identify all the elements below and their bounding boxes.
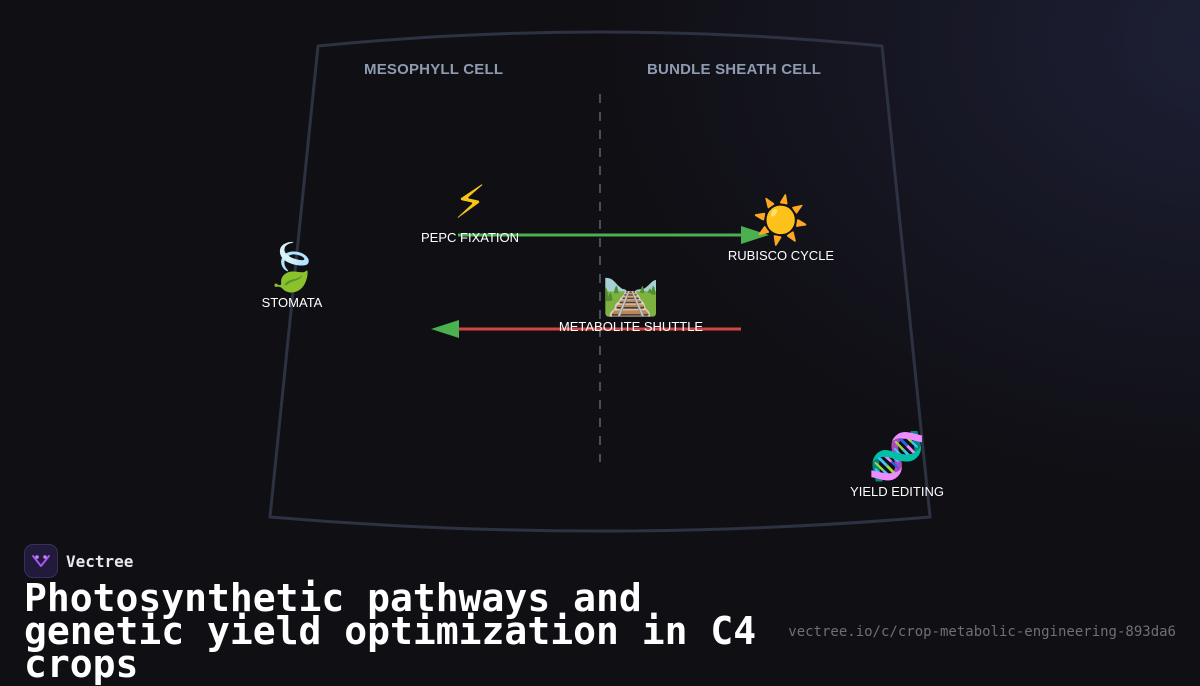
forward-flow-arrowhead <box>741 226 769 244</box>
bundle-sheath-cell-title: BUNDLE SHEATH CELL <box>647 61 822 78</box>
node-metabolite-shuttle[interactable]: 🛤️ METABOLITE SHUTTLE <box>559 265 703 334</box>
brand-name: Vectree <box>66 551 134 571</box>
brand[interactable]: Vectree <box>24 544 133 578</box>
leaf-wind-icon: 🍃 <box>263 240 321 294</box>
lightning-icon: ⚡ <box>453 175 487 229</box>
node-stomata[interactable]: 🍃 STOMATA <box>262 241 323 310</box>
node-label: STOMATA <box>261 295 323 310</box>
source-url[interactable]: vectree.io/c/crop-metabolic-engineering-… <box>788 624 1176 640</box>
page-title: Photosynthetic pathways and genetic yiel… <box>24 576 757 686</box>
node-label: METABOLITE SHUTTLE <box>558 319 704 334</box>
mesophyll-cell-title: MESOPHYLL CELL <box>364 61 504 78</box>
node-label: RUBISCO CYCLE <box>727 248 835 263</box>
node-label: PEPC FIXATION <box>421 230 519 245</box>
node-yield-editing[interactable]: 🧬 YIELD EDITING <box>850 430 944 499</box>
node-pepc-fixation[interactable]: ⚡ PEPC FIXATION <box>421 176 519 245</box>
sun-icon: ☀️ <box>752 193 810 247</box>
cell-boundary <box>268 30 932 533</box>
node-label: YIELD EDITING <box>850 484 944 499</box>
return-flow-arrowhead <box>431 320 459 338</box>
node-rubisco-cycle[interactable]: ☀️ RUBISCO CYCLE <box>728 194 834 263</box>
railway-track-icon: 🛤️ <box>602 264 660 318</box>
vectree-logo-icon <box>24 544 58 578</box>
dna-icon: 🧬 <box>868 429 926 483</box>
